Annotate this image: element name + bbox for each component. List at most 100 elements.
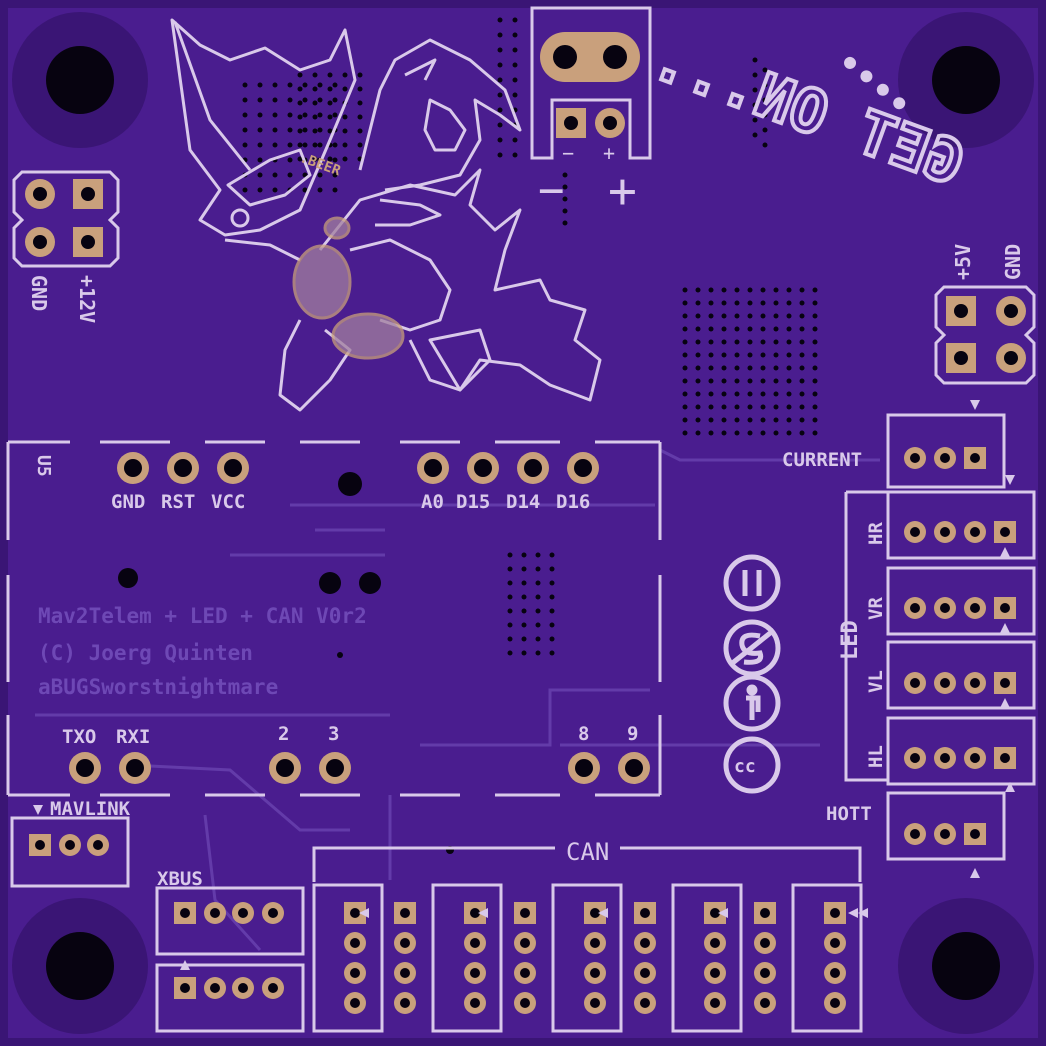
copper-fill — [8, 8, 1038, 1038]
via — [562, 172, 568, 178]
connector-drill — [970, 829, 980, 839]
via — [762, 67, 768, 73]
connector-drill — [940, 527, 950, 537]
via — [297, 100, 303, 106]
via — [773, 326, 779, 332]
via — [721, 430, 727, 436]
board-copyright: (C) Joerg Quinten — [38, 641, 253, 665]
via — [327, 86, 333, 92]
via — [721, 326, 727, 332]
via — [342, 156, 348, 162]
via — [562, 208, 568, 214]
via — [708, 391, 714, 397]
via — [762, 112, 768, 118]
via — [760, 365, 766, 371]
via — [762, 142, 768, 148]
via — [708, 300, 714, 306]
connector-drill — [760, 908, 770, 918]
connector-drill — [350, 908, 360, 918]
via — [708, 352, 714, 358]
traces — [35, 448, 880, 952]
via — [773, 391, 779, 397]
via — [682, 300, 688, 306]
via — [695, 430, 701, 436]
via — [773, 313, 779, 319]
via — [708, 378, 714, 384]
via — [721, 365, 727, 371]
sa-equal-icon — [723, 554, 781, 612]
via — [682, 378, 688, 384]
connector-drill — [35, 840, 45, 850]
via — [786, 326, 792, 332]
via — [695, 300, 701, 306]
pin-label-d15: D15 — [456, 491, 490, 513]
via — [497, 17, 503, 23]
via — [734, 404, 740, 410]
pin-label-rxi: RXI — [116, 726, 150, 748]
via — [287, 97, 293, 103]
via — [317, 172, 323, 178]
via — [357, 100, 363, 106]
via — [786, 378, 792, 384]
via — [786, 365, 792, 371]
via — [747, 352, 753, 358]
via — [773, 300, 779, 306]
via — [327, 100, 333, 106]
board-title: Mav2Telem + LED + CAN V0r2 — [38, 604, 367, 628]
connector-drill — [940, 678, 950, 688]
via — [799, 313, 805, 319]
via — [747, 417, 753, 423]
via — [762, 82, 768, 88]
via — [317, 112, 323, 118]
via — [272, 142, 278, 148]
via — [747, 313, 753, 319]
label-hott: HOTT — [826, 803, 872, 825]
via — [342, 86, 348, 92]
via — [747, 430, 753, 436]
plus-label: + — [603, 141, 615, 165]
via — [302, 187, 308, 193]
via — [327, 128, 333, 134]
via — [521, 566, 527, 572]
via — [332, 142, 338, 148]
via — [747, 300, 753, 306]
via — [747, 287, 753, 293]
label-xbus: XBUS — [157, 868, 203, 890]
via — [695, 352, 701, 358]
connector-drill — [238, 908, 248, 918]
plus-large-label: + — [608, 163, 637, 219]
via — [773, 430, 779, 436]
connector-drill — [1000, 753, 1010, 763]
via — [747, 326, 753, 332]
via — [762, 127, 768, 133]
via — [799, 404, 805, 410]
via — [521, 594, 527, 600]
via — [760, 404, 766, 410]
label-can: CAN — [566, 838, 609, 866]
via — [812, 352, 818, 358]
via — [799, 365, 805, 371]
via — [760, 417, 766, 423]
connector-drill — [350, 998, 360, 1008]
via — [682, 339, 688, 345]
via — [312, 114, 318, 120]
via — [287, 82, 293, 88]
via — [521, 622, 527, 628]
via — [297, 86, 303, 92]
via — [812, 378, 818, 384]
via — [549, 566, 555, 572]
via — [312, 86, 318, 92]
via — [708, 417, 714, 423]
via — [734, 365, 740, 371]
pin-label-d16: D16 — [556, 491, 590, 513]
via — [297, 156, 303, 162]
via — [357, 128, 363, 134]
via — [302, 97, 308, 103]
pin-label-3: 3 — [328, 723, 339, 745]
via — [682, 313, 688, 319]
via — [721, 313, 727, 319]
via — [773, 339, 779, 345]
via — [535, 580, 541, 586]
module-ref: U5 — [33, 455, 54, 477]
via — [507, 552, 513, 558]
